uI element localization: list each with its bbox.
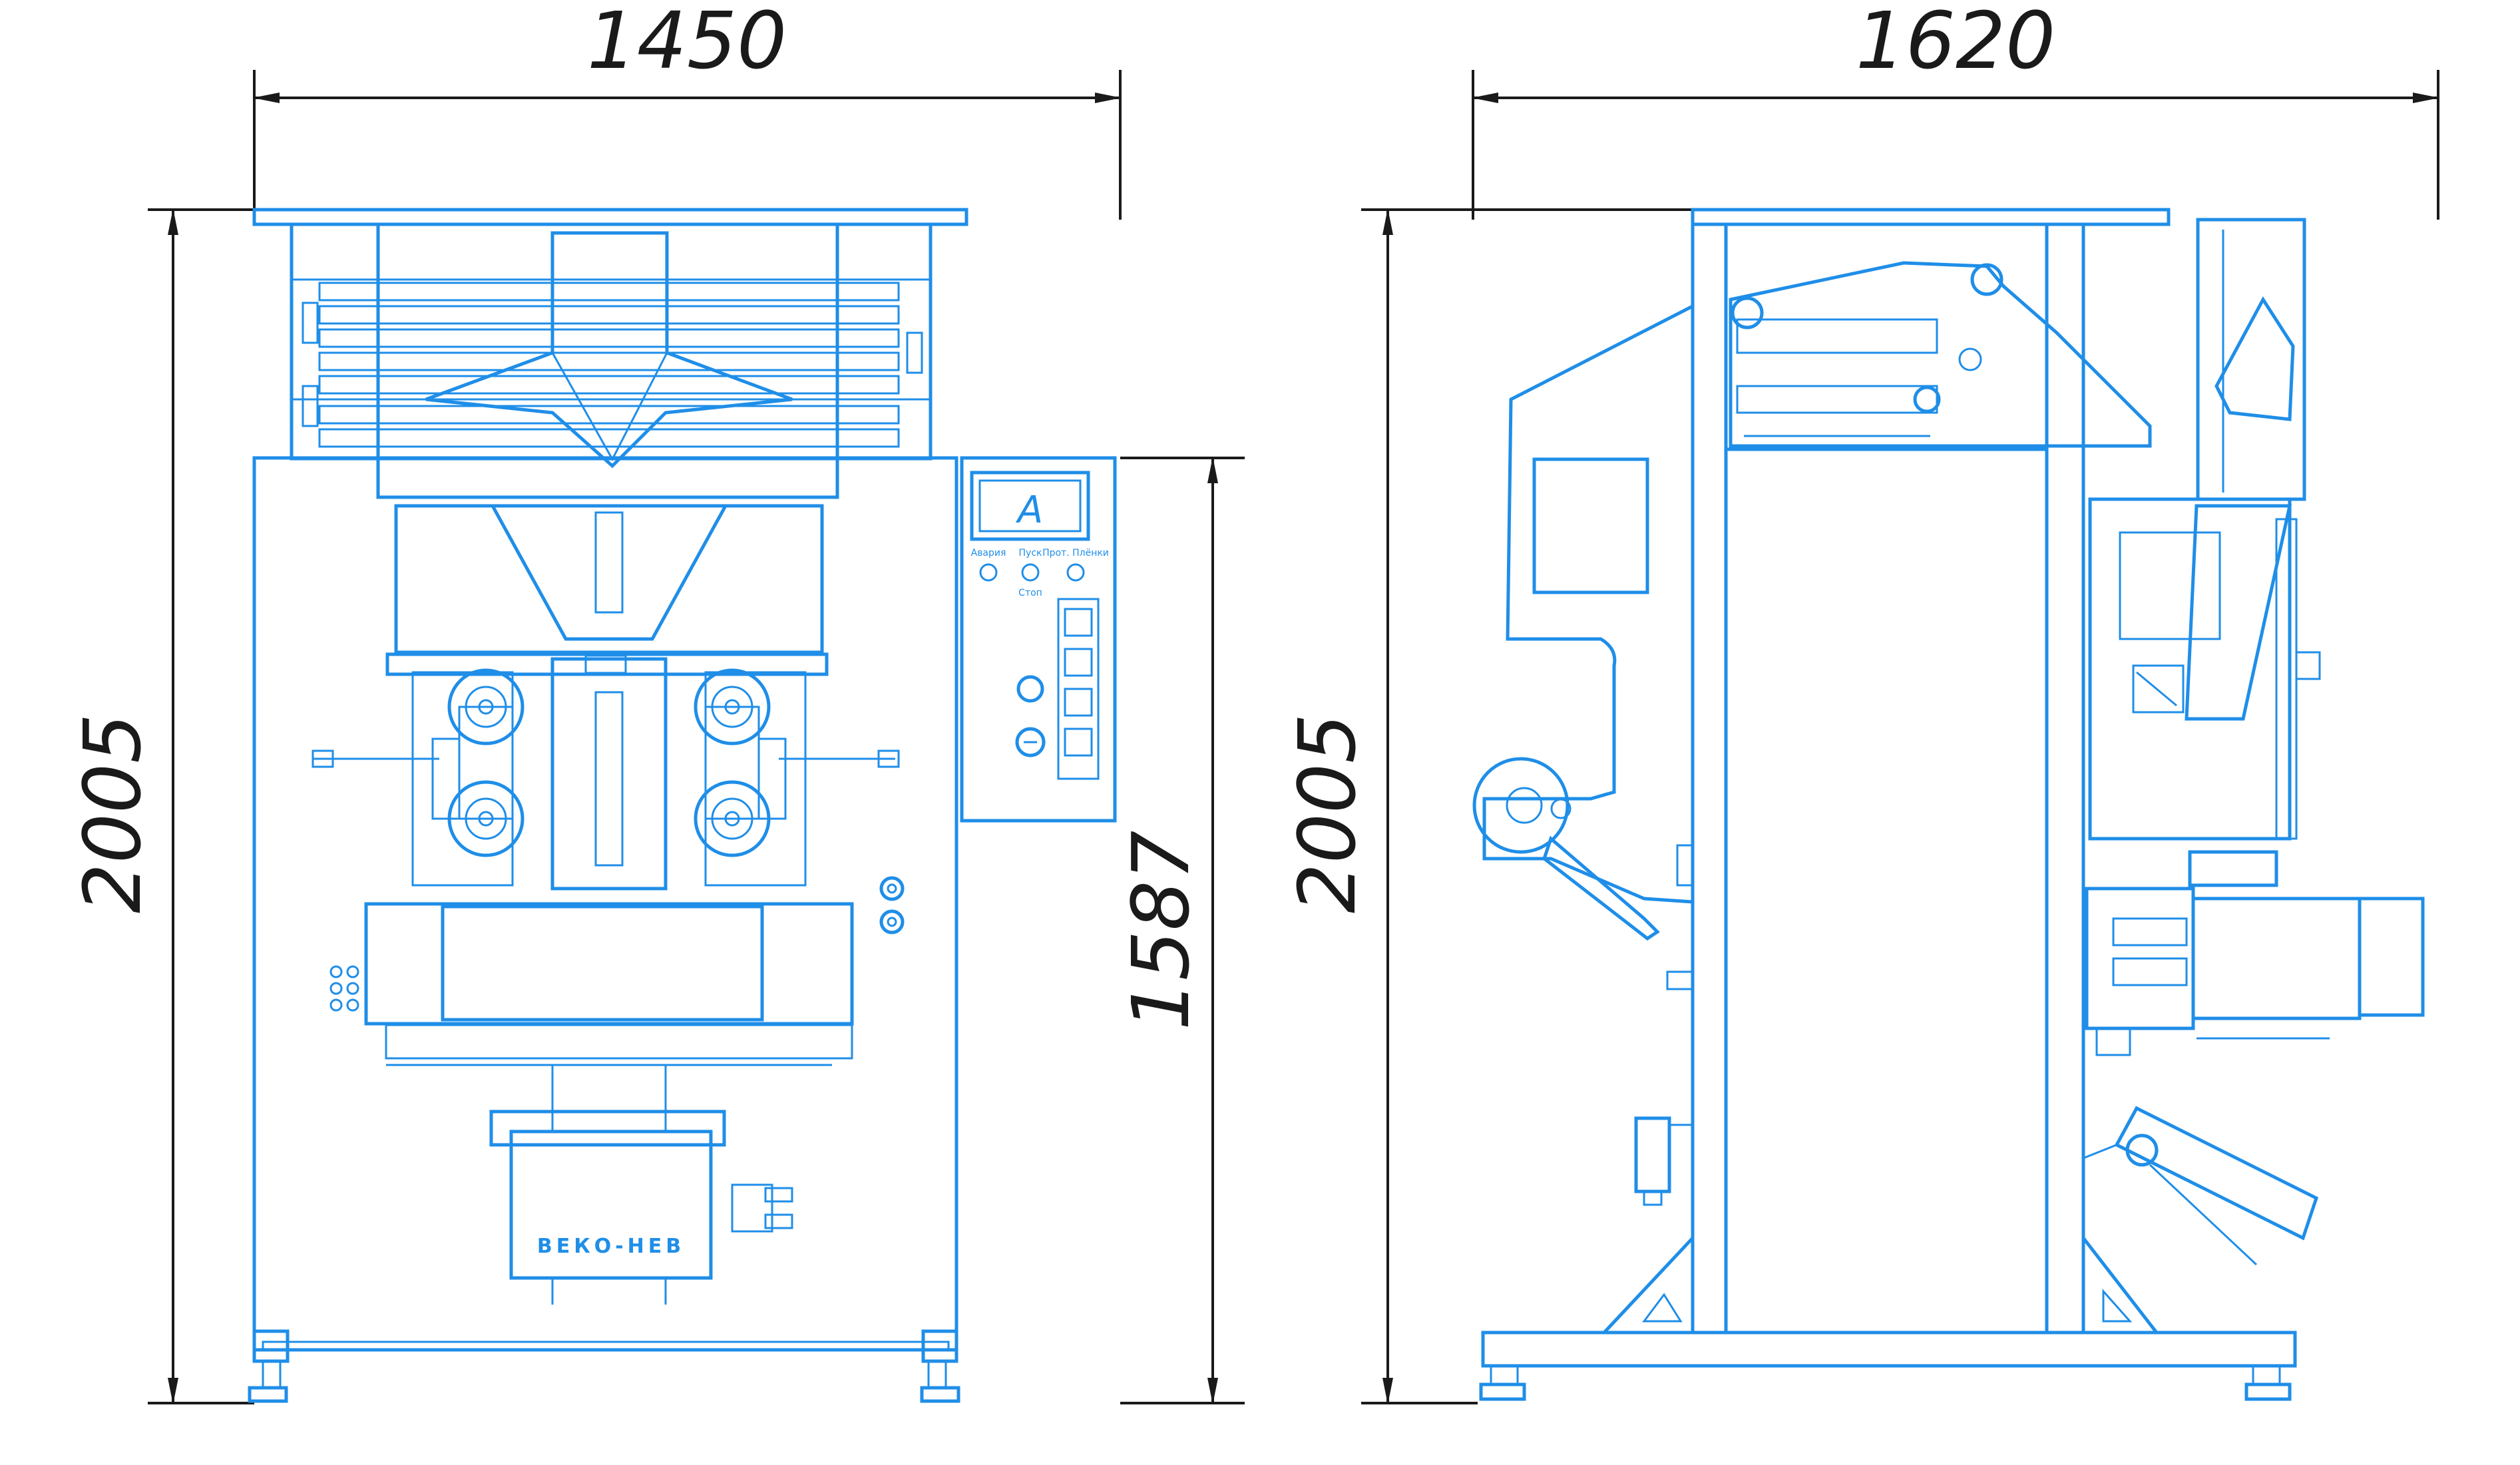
bottom-unit: ВЕКО-НЕВ: [489, 1065, 793, 1305]
front-feet: [248, 1329, 960, 1403]
film-roller-set: [318, 282, 900, 448]
emergency-knob[interactable]: [1016, 675, 1044, 703]
side-frame: [1479, 208, 2297, 1401]
front-height-label: 2005: [67, 714, 158, 913]
forming-collar: [425, 231, 793, 469]
forming-tube-assembly: [385, 504, 829, 891]
front-view: 1450 2005 1587: [67, 0, 1245, 1404]
pulling-belt-unit-right: [694, 668, 900, 887]
mains-switch[interactable]: [1015, 727, 1046, 757]
front-cabinet: [252, 456, 958, 1352]
control-panel: A Авария Пуск Стоп Прот. Плёнки: [960, 456, 1117, 823]
button-label-alarm: Авария: [971, 548, 1006, 558]
front-panel-height-dimension: 1587: [1115, 457, 1245, 1404]
side-height-label: 2005: [1281, 714, 1373, 913]
start-button[interactable]: [1021, 563, 1040, 582]
horizontal-sealing-jaws: [329, 902, 854, 1066]
pressure-gauges: [879, 876, 905, 935]
brand-plate-text: ВЕКО-НЕВ: [537, 1235, 685, 1258]
front-panel-height-label: 1587: [1115, 831, 1207, 1030]
side-width-dimension: 1620: [1472, 0, 2439, 220]
pulling-belt-unit-left: [312, 668, 525, 887]
front-height-dimension: 2005: [67, 208, 254, 1404]
alarm-button[interactable]: [979, 563, 998, 582]
front-width-label: 1450: [587, 0, 787, 87]
side-top-carriage: [1729, 261, 2152, 448]
side-view: 1620 2005: [1281, 0, 2439, 1404]
side-head-unit: [2088, 218, 2321, 887]
film-button[interactable]: [1066, 563, 1085, 582]
hmi-screen-letter: A: [1016, 489, 1043, 532]
side-air-filter: [1634, 844, 1694, 1206]
front-width-dimension: 1450: [253, 0, 1122, 220]
side-jaw-drive: [2085, 887, 2425, 1056]
film-reel-bracket: [1472, 304, 1694, 941]
side-width-label: 1620: [1856, 0, 2055, 87]
side-discharge-chute: [2083, 1106, 2319, 1266]
button-label-stop: Стоп: [1018, 588, 1042, 598]
button-label-start: Пуск: [1019, 548, 1042, 558]
side-height-dimension: 2005: [1281, 208, 1694, 1404]
front-top-frame: [252, 208, 968, 499]
button-label-film: Прот. Плёнки: [1042, 548, 1109, 558]
